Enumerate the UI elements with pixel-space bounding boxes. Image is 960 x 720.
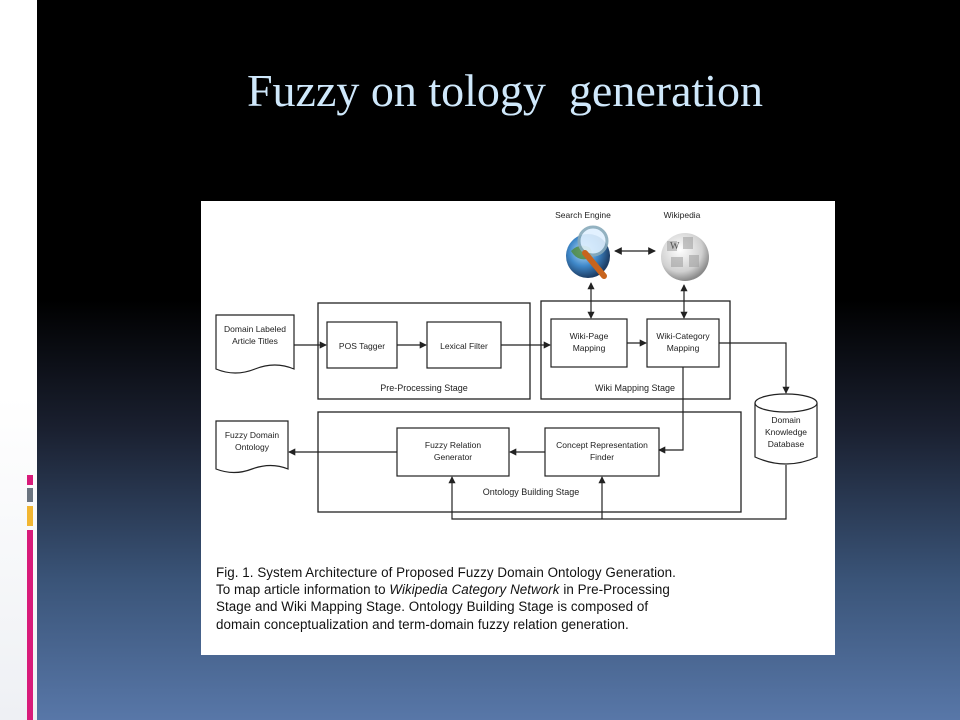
caption-line1: Fig. 1. System Architecture of Proposed … xyxy=(216,565,676,580)
svg-text:W: W xyxy=(670,241,680,252)
input-doc-line2: Article Titles xyxy=(232,336,278,346)
concept-representation-finder-box xyxy=(544,427,660,477)
wiki-category-mapping-line2: Mapping xyxy=(667,343,700,353)
wiki-mapping-stage-box xyxy=(540,300,731,400)
ontology-building-stage-box xyxy=(317,411,742,513)
wiki-mapping-stage-label: Wiki Mapping Stage xyxy=(595,383,675,393)
wiki-category-mapping-line1: Wiki-Category xyxy=(656,331,710,341)
caption-line3: Stage and Wiki Mapping Stage. Ontology B… xyxy=(216,599,649,615)
pre-processing-stage-box xyxy=(317,302,531,400)
magnifier-globe-icon xyxy=(566,225,610,279)
caption-line4: domain conceptualization and term-domain… xyxy=(216,616,629,632)
caption-line2: To map article information to Wikipedia … xyxy=(216,581,826,598)
domain-knowledge-database xyxy=(754,393,818,465)
pre-processing-stage-label: Pre-Processing Stage xyxy=(380,383,468,393)
fuzzy-relation-generator-line1: Fuzzy Relation xyxy=(425,440,481,450)
pos-tagger-box xyxy=(326,321,398,369)
ontology-building-stage-label: Ontology Building Stage xyxy=(483,487,580,497)
pos-tagger-label: POS Tagger xyxy=(339,341,385,351)
figure-caption: Fig. 1. System Architecture of Proposed … xyxy=(216,564,826,633)
wikipedia-label: Wikipedia xyxy=(664,210,701,220)
slide-title: Fuzzy on tology generation xyxy=(246,65,764,116)
wiki-page-mapping-line2: Mapping xyxy=(573,343,606,353)
caption-line2-post: in Pre-Processing xyxy=(559,582,670,598)
database-line1: Domain xyxy=(771,415,801,425)
concept-representation-finder-line1: Concept Representation xyxy=(556,440,648,450)
architecture-diagram: Search Engine Wikipedia W Domain Labeled… xyxy=(215,210,818,520)
input-document-shape xyxy=(215,314,295,374)
accent-bar-pink-bottom xyxy=(27,530,33,720)
database-line3: Database xyxy=(768,439,805,449)
lexical-filter-box xyxy=(426,321,502,369)
output-document-shape xyxy=(215,420,289,474)
output-doc-line2: Ontology xyxy=(235,442,270,452)
database-line2: Knowledge xyxy=(765,427,807,437)
accent-bar-gray xyxy=(27,488,33,502)
wikipedia-globe-icon: W xyxy=(661,233,709,281)
wiki-page-mapping-line1: Wiki-Page xyxy=(570,331,609,341)
architecture-figure: Search Engine Wikipedia W Domain Labeled… xyxy=(201,201,835,655)
accent-bar-yellow xyxy=(27,506,33,526)
concept-representation-finder-line2: Finder xyxy=(590,452,614,462)
caption-line2-em: Wikipedia Category Network xyxy=(389,582,560,598)
search-engine-label: Search Engine xyxy=(555,210,611,220)
output-doc-line1: Fuzzy Domain xyxy=(225,430,280,440)
input-doc-line1: Domain Labeled xyxy=(224,324,286,334)
accent-bar-pink-top xyxy=(27,475,33,485)
caption-line2-pre: To map article information to xyxy=(216,582,390,598)
lexical-filter-label: Lexical Filter xyxy=(440,341,488,351)
fuzzy-relation-generator-line2: Generator xyxy=(434,452,472,462)
